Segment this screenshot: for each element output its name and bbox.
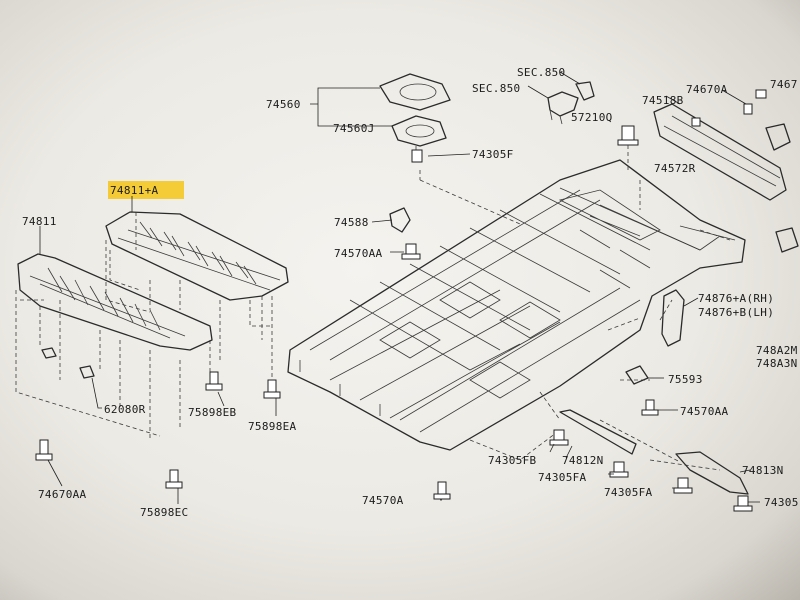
bolt-icon <box>35 371 281 489</box>
bracket-74588[interactable] <box>389 207 411 233</box>
label-74560[interactable]: 74560 <box>266 98 301 111</box>
label-7467[interactable]: 7467 <box>770 78 798 91</box>
label-74812n[interactable]: 74812N <box>562 454 604 467</box>
strip-74813n[interactable] <box>675 451 749 495</box>
label-74570a[interactable]: 74570A <box>362 494 404 507</box>
label-74570aa-top[interactable]: 74570AA <box>334 247 383 260</box>
label-74570aa-right[interactable]: 74570AA <box>680 405 729 418</box>
label-75593[interactable]: 75593 <box>668 373 703 386</box>
label-748a2m[interactable]: 748A2M <box>756 344 798 357</box>
label-74305fb[interactable]: 74305FB <box>488 454 537 467</box>
label-75898eb[interactable]: 75898EB <box>188 406 237 419</box>
panel-74560[interactable] <box>379 73 451 111</box>
bolt-icon <box>743 89 767 115</box>
under-cover-74811-a[interactable] <box>105 211 289 301</box>
bracket-right <box>765 123 799 253</box>
label-62080r[interactable]: 62080R <box>104 403 146 416</box>
label-74560j[interactable]: 74560J <box>333 122 375 135</box>
bolt-icon <box>401 243 421 260</box>
clip-icon <box>41 347 95 379</box>
label-74670aa[interactable]: 74670AA <box>38 488 87 501</box>
label-74572r[interactable]: 74572R <box>654 162 696 175</box>
label-74876-lh[interactable]: 74876+B(LH) <box>698 306 774 319</box>
strip-74812n[interactable] <box>559 409 637 455</box>
bolt-icon <box>641 399 659 416</box>
bolt-icon <box>433 429 753 512</box>
label-74813n[interactable]: 74813N <box>742 464 784 477</box>
labels: 74811 74811+A 74560 74560J 74305F SEC.85… <box>22 66 799 519</box>
label-74305[interactable]: 74305 <box>764 496 799 509</box>
label-74588[interactable]: 74588 <box>334 216 369 229</box>
label-74670a[interactable]: 74670A <box>686 83 728 96</box>
under-cover-74811[interactable] <box>17 253 213 351</box>
label-highlight <box>108 181 184 199</box>
bracket-74876[interactable] <box>661 289 685 347</box>
label-748a3n[interactable]: 748A3N <box>756 357 798 370</box>
label-57210q[interactable]: 57210Q <box>571 111 613 124</box>
label-75898ea[interactable]: 75898EA <box>248 420 297 433</box>
label-74518b[interactable]: 74518B <box>642 94 684 107</box>
label-74876-rh[interactable]: 74876+A(RH) <box>698 292 774 305</box>
floor-pan[interactable] <box>287 159 746 451</box>
label-74305fa-a[interactable]: 74305FA <box>538 471 587 484</box>
label-74811[interactable]: 74811 <box>22 215 57 228</box>
label-75898ec[interactable]: 75898EC <box>140 506 188 519</box>
seal-74560j[interactable] <box>391 115 447 147</box>
bracket-sec850 <box>547 81 595 125</box>
label-74305f[interactable]: 74305F <box>472 148 514 161</box>
grommet-icon <box>617 125 639 146</box>
label-74811-a[interactable]: 74811+A <box>110 184 159 197</box>
label-sec850-a[interactable]: SEC.850 <box>517 66 565 79</box>
label-74305fa-b[interactable]: 74305FA <box>604 486 653 499</box>
clip-icon <box>625 365 649 385</box>
grommet-icon <box>411 149 423 163</box>
label-sec850-b[interactable]: SEC.850 <box>472 82 520 95</box>
member-74572r[interactable] <box>653 103 787 201</box>
